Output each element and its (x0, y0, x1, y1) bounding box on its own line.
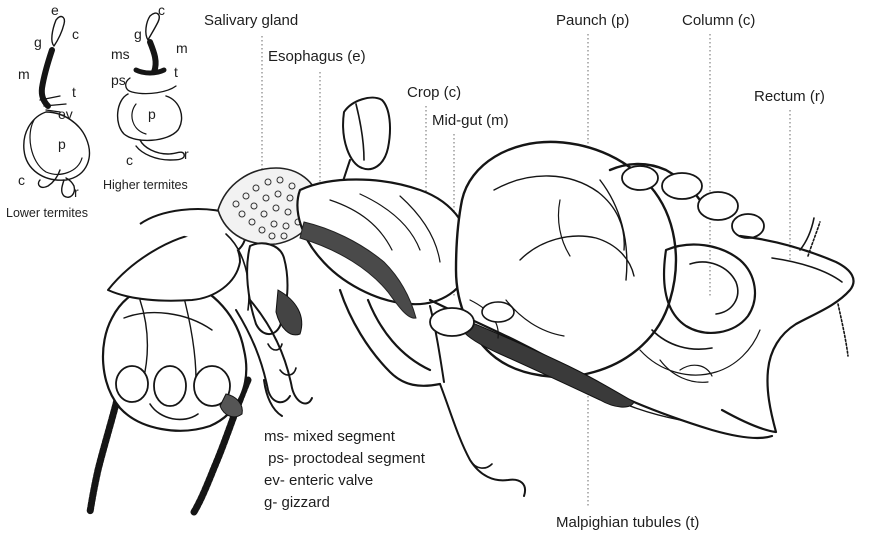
higher-inset-letter-m: m (176, 40, 188, 56)
lower-inset-letter-c-bottom: c (18, 172, 25, 188)
lower-inset-letter-r: r (74, 184, 79, 200)
lower-termites-caption: Lower termites (6, 206, 88, 220)
higher-inset-letter-p: p (148, 106, 156, 122)
label-column: Column (c) (682, 12, 755, 29)
higher-termites-caption: Higher termites (103, 178, 188, 192)
label-paunch: Paunch (p) (556, 12, 629, 29)
higher-inset-letter-r: r (184, 146, 189, 162)
lower-inset-letter-p: p (58, 136, 66, 152)
higher-inset-letter-ps: ps (111, 72, 126, 88)
legend-gizzard: g- gizzard (264, 494, 330, 511)
lower-inset-letter-m: m (18, 66, 30, 82)
legend-mixed-segment: ms- mixed segment (264, 428, 395, 445)
label-midgut: Mid-gut (m) (432, 112, 509, 129)
label-esophagus: Esophagus (e) (268, 48, 366, 65)
lower-inset-letter-c-top: c (72, 26, 79, 42)
label-crop: Crop (c) (407, 84, 461, 101)
lower-inset-letter-g: g (34, 34, 42, 50)
legend-proctodeal-segment: ps- proctodeal segment (264, 450, 425, 467)
higher-inset-letter-ms: ms (111, 46, 130, 62)
lower-inset-letter-ev: ev (58, 106, 73, 122)
label-malpighian-tubules: Malpighian tubules (t) (556, 514, 699, 531)
lower-inset-letter-e: e (51, 2, 59, 18)
termite-illustration (90, 98, 854, 512)
higher-inset-letter-c-bottom: c (126, 152, 133, 168)
higher-inset-letter-c-top: c (158, 2, 165, 18)
lower-inset-letter-t: t (72, 84, 76, 100)
higher-termite-gut-illustration (118, 13, 185, 160)
higher-inset-letter-g: g (134, 26, 142, 42)
label-rectum: Rectum (r) (754, 88, 825, 105)
label-salivary-gland: Salivary gland (204, 12, 298, 29)
higher-inset-letter-t: t (174, 64, 178, 80)
legend-enteric-valve: ev- enteric valve (264, 472, 373, 489)
